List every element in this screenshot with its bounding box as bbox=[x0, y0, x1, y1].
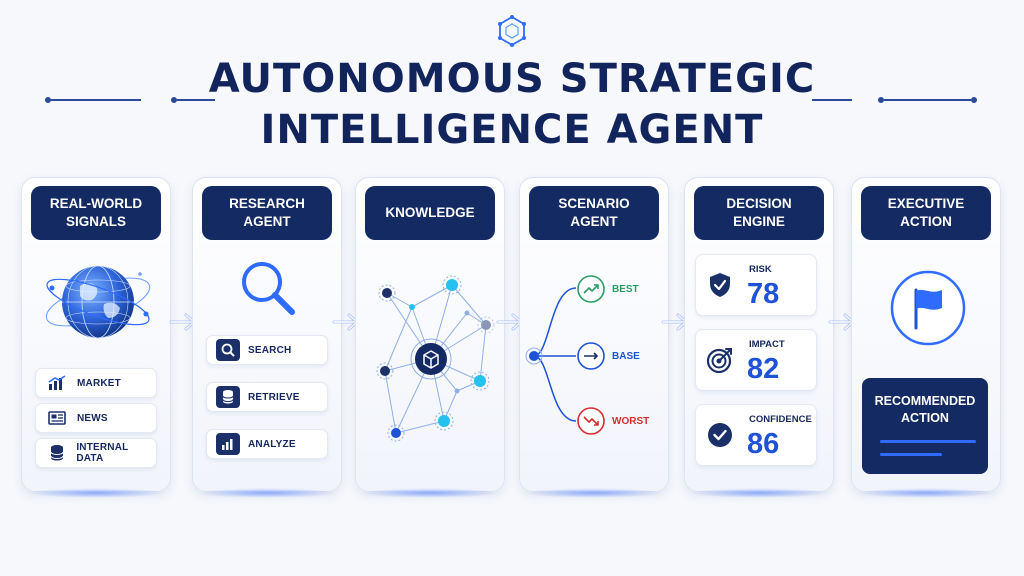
target-icon bbox=[706, 348, 732, 374]
research-step-label: ANALYZE bbox=[248, 438, 296, 450]
card-decision-engine: DECISION ENGINE RISK 78 IMPACT 82 bbox=[684, 177, 834, 492]
scenario-tree bbox=[525, 287, 577, 422]
card-glow bbox=[197, 488, 337, 498]
card-header: RESEARCH AGENT bbox=[202, 186, 332, 240]
shield-check-icon bbox=[710, 273, 730, 297]
scenario-best-label: BEST bbox=[612, 284, 639, 295]
scenario-base-label: BASE bbox=[612, 351, 640, 362]
bar-chart-icon bbox=[45, 372, 69, 394]
hexagon-network-icon bbox=[498, 15, 526, 47]
card-scenario-agent: SCENARIO AGENT BEST BASE WORST bbox=[519, 177, 669, 492]
card-glow bbox=[856, 488, 996, 498]
card-header: SCENARIO AGENT bbox=[529, 186, 659, 240]
metric-value: 86 bbox=[747, 428, 780, 460]
card-header: KNOWLEDGE bbox=[365, 186, 495, 240]
source-item-news: NEWS bbox=[35, 403, 157, 433]
research-step-retrieve: RETRIEVE bbox=[206, 382, 328, 412]
source-item-label: INTERNAL DATA bbox=[76, 442, 129, 464]
research-step-label: SEARCH bbox=[248, 344, 292, 356]
page-title-line-1: AUTONOMOUS STRATEGIC bbox=[208, 56, 816, 102]
page-title-line-2: INTELLIGENCE AGENT bbox=[260, 107, 764, 153]
flag-icon bbox=[890, 270, 966, 346]
card-header: DECISION ENGINE bbox=[694, 186, 824, 240]
recommended-action-bar bbox=[880, 440, 976, 443]
title-decoration-right bbox=[812, 96, 977, 104]
source-item-label: NEWS bbox=[77, 412, 108, 424]
recommended-action-label: RECOMMENDED ACTION bbox=[874, 394, 976, 425]
scenario-worst-label: WORST bbox=[612, 416, 650, 427]
research-step-label: RETRIEVE bbox=[248, 391, 300, 403]
card-header: REAL-WORLD SIGNALS bbox=[31, 186, 161, 240]
source-item-label: MARKET bbox=[77, 377, 121, 389]
recommended-action-bar bbox=[880, 453, 942, 456]
database-icon bbox=[45, 442, 68, 464]
trend-up-icon bbox=[577, 275, 605, 303]
magnifier-icon bbox=[242, 262, 295, 315]
metric-risk: RISK 78 bbox=[695, 254, 817, 316]
card-glow bbox=[26, 488, 166, 498]
metric-value: 78 bbox=[747, 278, 780, 310]
card-executive-action: EXECUTIVE ACTION RECOMMENDED ACTION bbox=[851, 177, 1001, 492]
bar-chart-icon bbox=[216, 433, 240, 455]
card-glow bbox=[524, 488, 664, 498]
metric-label: RISK bbox=[749, 264, 772, 275]
newspaper-icon bbox=[45, 407, 69, 429]
trend-down-icon bbox=[577, 407, 605, 435]
metric-value: 82 bbox=[747, 353, 780, 385]
knowledge-graph-icon bbox=[376, 275, 495, 442]
research-step-analyze: ANALYZE bbox=[206, 429, 328, 459]
card-header: EXECUTIVE ACTION bbox=[861, 186, 991, 240]
card-knowledge: KNOWLEDGE bbox=[355, 177, 505, 492]
card-glow bbox=[689, 488, 829, 498]
research-step-search: SEARCH bbox=[206, 335, 328, 365]
check-circle-icon bbox=[708, 423, 732, 447]
title-decoration-left bbox=[45, 96, 215, 104]
search-icon bbox=[216, 339, 240, 361]
metric-label: IMPACT bbox=[749, 339, 785, 350]
card-real-world-signals: REAL-WORLD SIGNALS MARKET bbox=[21, 177, 171, 492]
trend-flat-icon bbox=[577, 342, 605, 370]
source-item-market: MARKET bbox=[35, 368, 157, 398]
metric-impact: IMPACT 82 bbox=[695, 329, 817, 391]
recommended-action-panel: RECOMMENDED ACTION bbox=[862, 378, 988, 474]
card-glow bbox=[360, 488, 500, 498]
metric-label: CONFIDENCE bbox=[749, 414, 812, 425]
database-icon bbox=[216, 386, 240, 408]
card-research-agent: RESEARCH AGENT SEARCH RETRIEVE ANALYZE bbox=[192, 177, 342, 492]
metric-confidence: CONFIDENCE 86 bbox=[695, 404, 817, 466]
source-item-internal-data: INTERNAL DATA bbox=[35, 438, 157, 468]
globe-icon bbox=[45, 265, 151, 339]
